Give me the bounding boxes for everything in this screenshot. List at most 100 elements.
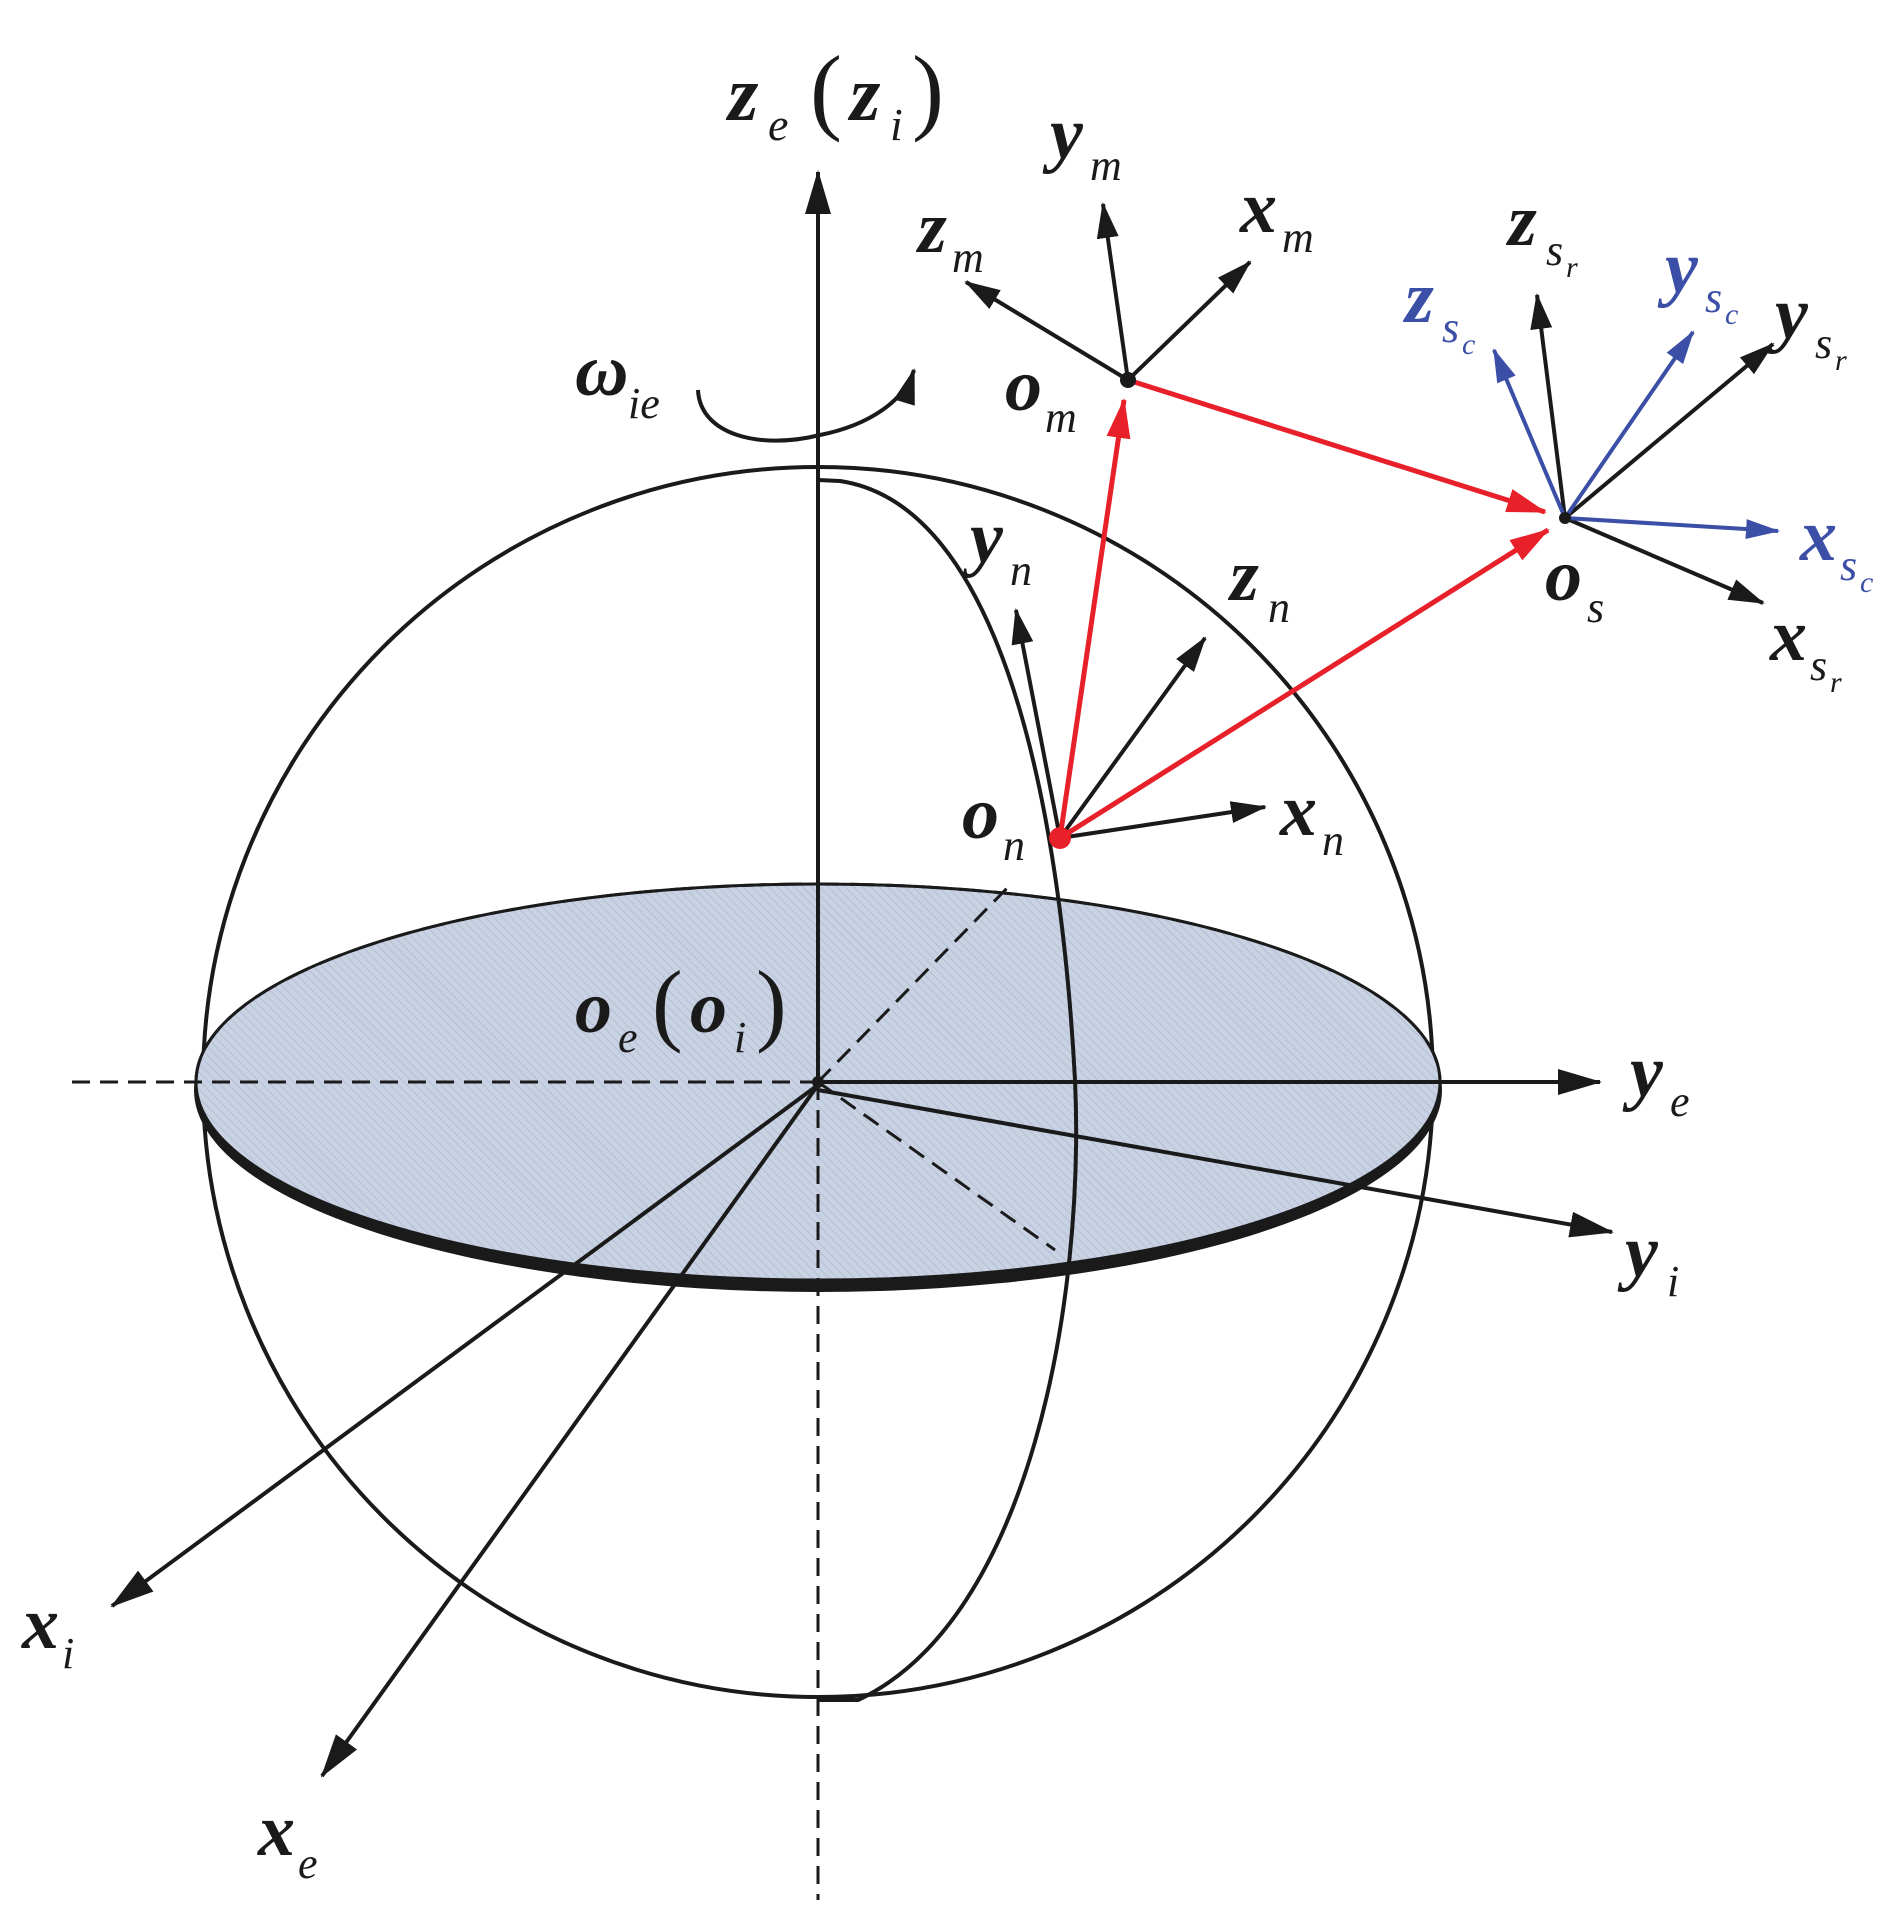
meridian-projection-dashed-lower (817, 1080, 1056, 1252)
label-ze-zi: z e ( z i ) (725, 36, 944, 150)
label-om-main: o (1005, 345, 1042, 427)
vector-on-os (1058, 527, 1550, 841)
x-i-axis (110, 1083, 820, 1608)
label-xm: x m (1239, 167, 1314, 262)
label-zn-sub: n (1268, 583, 1290, 632)
label-xn-main: x (1279, 770, 1317, 852)
label-zi-main: z (847, 50, 881, 137)
label-xe: x e (257, 1790, 318, 1888)
label-oi-sub: i (734, 1013, 746, 1062)
origin-os-dot (1559, 512, 1571, 524)
label-ysc-sub: s (1705, 273, 1722, 322)
label-os-sub: s (1587, 583, 1604, 632)
label-oe-sub: e (618, 1013, 638, 1062)
label-os-main: o (1545, 535, 1582, 617)
label-xsr-subsub: r (1830, 666, 1842, 699)
x-sr-axis (1564, 516, 1765, 605)
paren-open-2: ( (652, 952, 683, 1054)
x-e-axis (320, 1083, 820, 1778)
label-ysc-main: y (1657, 227, 1699, 309)
origin-oe-dot (812, 1076, 824, 1088)
vector-on-om (1057, 398, 1131, 839)
label-zm-sub: m (952, 233, 984, 282)
label-on-main: o (962, 773, 999, 855)
label-zm: z m (915, 187, 984, 282)
y-sc-axis (1563, 330, 1695, 520)
label-on: o n (962, 773, 1025, 870)
label-zsr-main: z (1505, 180, 1537, 262)
label-ye-main: y (1622, 1031, 1664, 1113)
label-xsc-main: x (1799, 495, 1837, 577)
label-yi-main: y (1617, 1211, 1659, 1293)
label-zi-sub: i (890, 99, 903, 150)
label-om: o m (1005, 345, 1077, 442)
meridian-projection-dashed-upper (816, 880, 1015, 1084)
x-n-axis (1059, 801, 1267, 840)
label-ysc: y s c (1657, 227, 1738, 331)
z-sr-axis (1530, 293, 1567, 519)
label-zsc-main: z (1402, 257, 1434, 339)
label-xsr-sub: s (1810, 641, 1827, 690)
label-ym-sub: m (1090, 141, 1122, 190)
label-omega-main: ω (575, 330, 629, 412)
paren-close-2: ) (756, 952, 787, 1054)
x-m-axis (1126, 260, 1252, 382)
label-ysr-subsub: r (1835, 344, 1847, 377)
label-zn: z n (1227, 535, 1290, 632)
label-ym-main: y (1042, 93, 1084, 175)
label-oi-main: o (690, 967, 727, 1049)
label-yi-sub: i (1667, 1257, 1679, 1306)
paren-close: ) (912, 36, 944, 143)
label-xsc-subsub: c (1860, 566, 1873, 599)
z-n-axis (1058, 636, 1207, 840)
label-oe-oi: o e ( o i ) (575, 952, 787, 1062)
label-om-sub: m (1045, 393, 1077, 442)
label-zsr: z s r (1505, 180, 1578, 284)
vector-om-os (1127, 377, 1547, 515)
earth-rotation-arrow (696, 368, 916, 443)
label-oe-main: o (575, 967, 612, 1049)
label-yn-sub: n (1010, 546, 1032, 595)
origin-on-dot (1049, 827, 1071, 849)
label-xi: x i (21, 1583, 74, 1678)
z-m-axis (964, 280, 1130, 382)
label-zsr-subsub: r (1566, 251, 1578, 284)
label-xe-main: x (257, 1790, 295, 1872)
label-yn-main: y (962, 497, 1004, 579)
label-zsc-subsub: c (1462, 328, 1475, 361)
y-m-axis (1096, 202, 1130, 381)
label-xn: x n (1279, 770, 1344, 865)
label-omega-sub: ie (628, 379, 660, 428)
label-xm-main: x (1239, 167, 1277, 249)
label-ym: y m (1042, 93, 1122, 190)
label-xi-main: x (21, 1583, 59, 1665)
label-zsc: z s c (1402, 257, 1475, 361)
label-zm-main: z (915, 187, 947, 269)
label-xsc: x s c (1799, 495, 1873, 599)
label-xsr-main: x (1769, 595, 1807, 677)
z-sc-axis (1492, 348, 1567, 519)
y-i-axis (817, 1088, 1614, 1238)
label-ze-main: z (725, 50, 759, 137)
label-zsc-sub: s (1442, 303, 1459, 352)
label-yn: y n (962, 497, 1032, 595)
label-ysr-main: y (1767, 273, 1809, 355)
label-yi: y i (1617, 1211, 1679, 1306)
label-on-sub: n (1003, 821, 1025, 870)
label-os: o s (1545, 535, 1604, 632)
label-omega-ie: ω ie (575, 330, 660, 428)
label-zsr-sub: s (1546, 226, 1563, 275)
label-ysr-sub: s (1815, 319, 1832, 368)
y-n-axis (1011, 608, 1062, 839)
origin-om-dot (1120, 372, 1136, 388)
label-xsr: x s r (1769, 595, 1842, 699)
label-ye-sub: e (1670, 1077, 1690, 1126)
label-ye: y e (1622, 1031, 1690, 1126)
label-xm-sub: m (1282, 213, 1314, 262)
label-xn-sub: n (1322, 816, 1344, 865)
label-xsc-sub: s (1840, 541, 1857, 590)
paren-open: ( (810, 36, 842, 143)
label-zn-main: z (1227, 535, 1259, 617)
label-xi-sub: i (62, 1629, 74, 1678)
